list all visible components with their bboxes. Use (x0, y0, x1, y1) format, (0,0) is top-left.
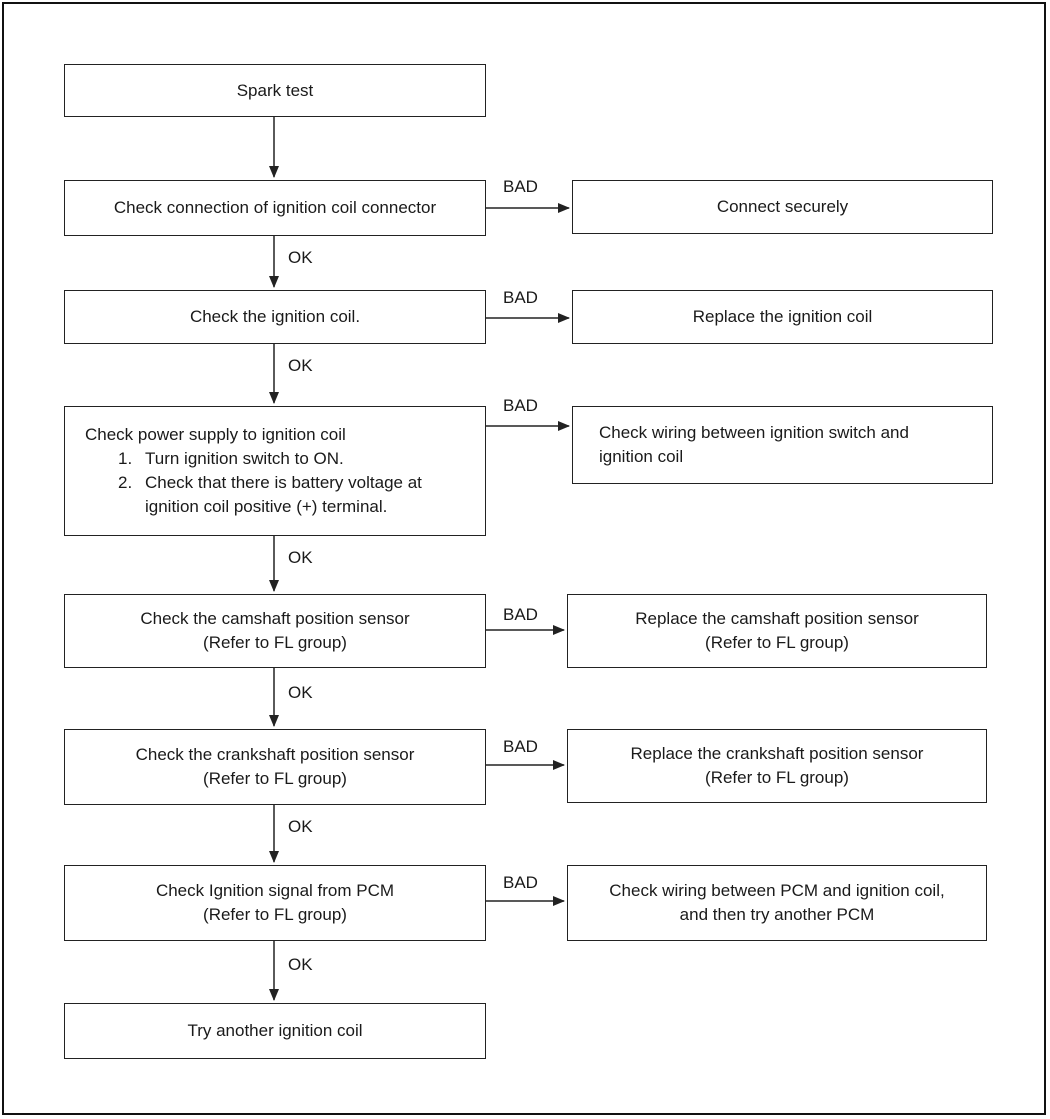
edge-label-bad: BAD (503, 177, 538, 196)
edge-label-ok: OK (288, 548, 313, 567)
edge-label-ok: OK (288, 817, 313, 836)
edge-label-bad: BAD (503, 605, 538, 624)
node-check-pcm-signal: Check Ignition signal from PCM (Refer to… (64, 865, 486, 941)
node-replace-crankshaft: Replace the crankshaft position sensor (… (567, 729, 987, 803)
node-text: Spark test (236, 80, 314, 100)
step-text: Turn ignition switch to ON. (145, 449, 344, 468)
node-text: Try another ignition coil (187, 1021, 363, 1040)
node-text: ignition coil (599, 447, 684, 466)
node-text: (Refer to FL group) (705, 768, 849, 787)
node-text: Connect securely (716, 197, 849, 216)
node-text: (Refer to FL group) (203, 633, 347, 652)
node-text: Check the camshaft position sensor (140, 609, 410, 628)
step-item: 2. Check that there is battery voltage a… (85, 471, 422, 495)
node-connect-securely: Connect securely (572, 180, 993, 234)
node-text: Check the ignition coil. (189, 307, 361, 326)
node-check-wiring-switch: Check wiring between ignition switch and… (572, 406, 993, 484)
node-title: Check power supply to ignition coil (85, 425, 346, 444)
step-number: 1. (118, 449, 133, 468)
edge-label-ok: OK (288, 955, 313, 974)
node-text: (Refer to FL group) (203, 769, 347, 788)
node-check-coil: Check the ignition coil. (64, 290, 486, 344)
node-try-another-coil: Try another ignition coil (64, 1003, 486, 1059)
node-text: Replace the crankshaft position sensor (630, 744, 924, 763)
node-text: Check Ignition signal from PCM (155, 881, 395, 900)
step-text: Check that there is battery voltage at (145, 473, 422, 492)
node-text: Check wiring between PCM and ignition co… (609, 881, 945, 900)
edge-label-bad: BAD (503, 873, 538, 892)
node-check-crankshaft: Check the crankshaft position sensor (Re… (64, 729, 486, 805)
step-item: 1. Turn ignition switch to ON. (85, 447, 422, 471)
edge-label-ok: OK (288, 248, 313, 267)
node-check-camshaft: Check the camshaft position sensor (Refe… (64, 594, 486, 668)
node-text: Check connection of ignition coil connec… (113, 198, 437, 217)
edge-label-ok: OK (288, 683, 313, 702)
node-text: and then try another PCM (679, 905, 875, 924)
node-text: (Refer to FL group) (203, 905, 347, 924)
edge-label-ok: OK (288, 356, 313, 375)
step-list: 1. Turn ignition switch to ON. 2. Check … (85, 447, 422, 519)
node-check-power: Check power supply to ignition coil 1. T… (64, 406, 486, 536)
node-check-wiring-pcm: Check wiring between PCM and ignition co… (567, 865, 987, 941)
node-replace-camshaft: Replace the camshaft position sensor (Re… (567, 594, 987, 668)
node-text: Check the crankshaft position sensor (135, 745, 415, 764)
node-spark-test: Spark test (64, 64, 486, 117)
node-replace-coil: Replace the ignition coil (572, 290, 993, 344)
step-continuation: ignition coil positive (+) terminal. (145, 497, 388, 516)
edge-label-bad: BAD (503, 396, 538, 415)
node-text: Replace the camshaft position sensor (635, 609, 919, 628)
edge-label-bad: BAD (503, 737, 538, 756)
edge-label-bad: BAD (503, 288, 538, 307)
node-check-connector: Check connection of ignition coil connec… (64, 180, 486, 236)
node-text: Replace the ignition coil (692, 307, 873, 326)
node-text: (Refer to FL group) (705, 633, 849, 652)
node-text: Check wiring between ignition switch and (599, 423, 909, 442)
step-number: 2. (118, 473, 133, 492)
